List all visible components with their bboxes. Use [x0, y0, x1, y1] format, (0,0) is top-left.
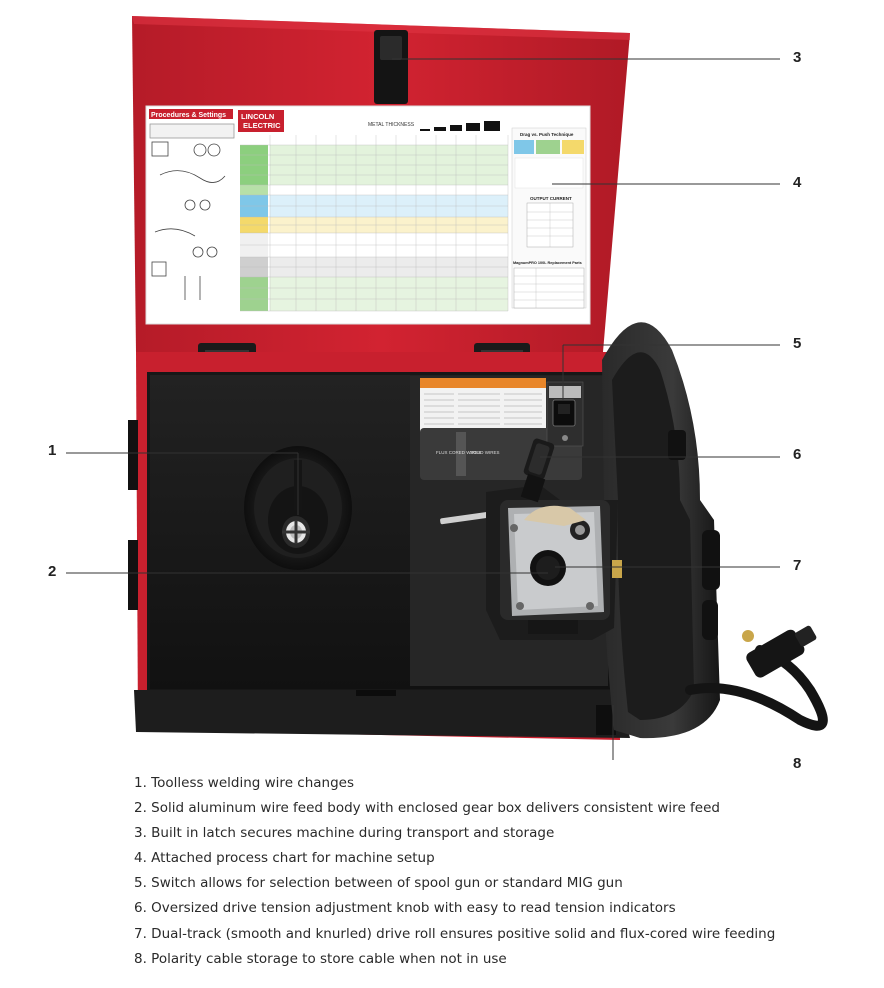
chart-grid [240, 135, 509, 312]
feature-item-5: 5. Switch allows for selection between o… [134, 875, 623, 892]
feature-item-6: 6. Oversized drive tension adjustment kn… [134, 900, 676, 917]
feature-item-3: 3. Built in latch secures machine during… [134, 825, 555, 842]
procedure-diagrams [149, 123, 235, 300]
callout-1: 1 [48, 442, 57, 459]
technique-title: Drag vs. Push Technique [520, 132, 574, 137]
thickness-bars [420, 121, 500, 131]
technique-panel: Drag vs. Push Technique OUTPUT CURRENT M… [511, 127, 587, 309]
callout-5: 5 [793, 335, 802, 352]
solid-wires-label: SOLID WIRES [470, 450, 500, 455]
brand-line2: ELECTRIC [243, 121, 281, 130]
tension-knob [520, 438, 555, 503]
feature-item-2: 2. Solid aluminum wire feed body with en… [134, 800, 720, 817]
callout-7: 7 [793, 557, 802, 574]
brand-line1: LINCOLN [241, 112, 274, 121]
feature-item-4: 4. Attached process chart for machine se… [134, 850, 435, 867]
process-chart: Procedures & Settings LINCOLN ELECTRIC M… [145, 105, 591, 325]
callout-6: 6 [793, 446, 802, 463]
flux-cored-label: FLUX CORED WIRES [436, 450, 481, 455]
feature-item-1: 1. Toolless welding wire changes [134, 775, 355, 791]
output-title: OUTPUT CURRENT [530, 196, 572, 201]
polarity-cable [685, 625, 828, 731]
callout-8: 8 [793, 755, 802, 772]
callout-4: 4 [793, 174, 802, 191]
welder-illustration: Procedures & Settings LINCOLN ELECTRIC M… [66, 16, 828, 760]
feature-item-8: 8. Polarity cable storage to store cable… [134, 950, 507, 967]
latch [374, 30, 408, 104]
parts-title: MagnumPRO 100L Replacement Parts [513, 261, 582, 265]
side-panel [602, 322, 720, 739]
metal-thickness-label: METAL THICKNESS [368, 122, 415, 128]
spool-gun-switch [546, 381, 584, 447]
chart-heading: Procedures & Settings [151, 112, 226, 119]
feature-list: 1. Toolless welding wire changes 2. Soli… [134, 771, 874, 972]
callout-2: 2 [48, 563, 57, 580]
callout-3: 3 [793, 49, 802, 66]
feature-item-7: 7. Dual-track (smooth and knurled) drive… [134, 925, 776, 942]
drive-roll-assembly [440, 485, 622, 640]
leader-lines [66, 58, 780, 760]
